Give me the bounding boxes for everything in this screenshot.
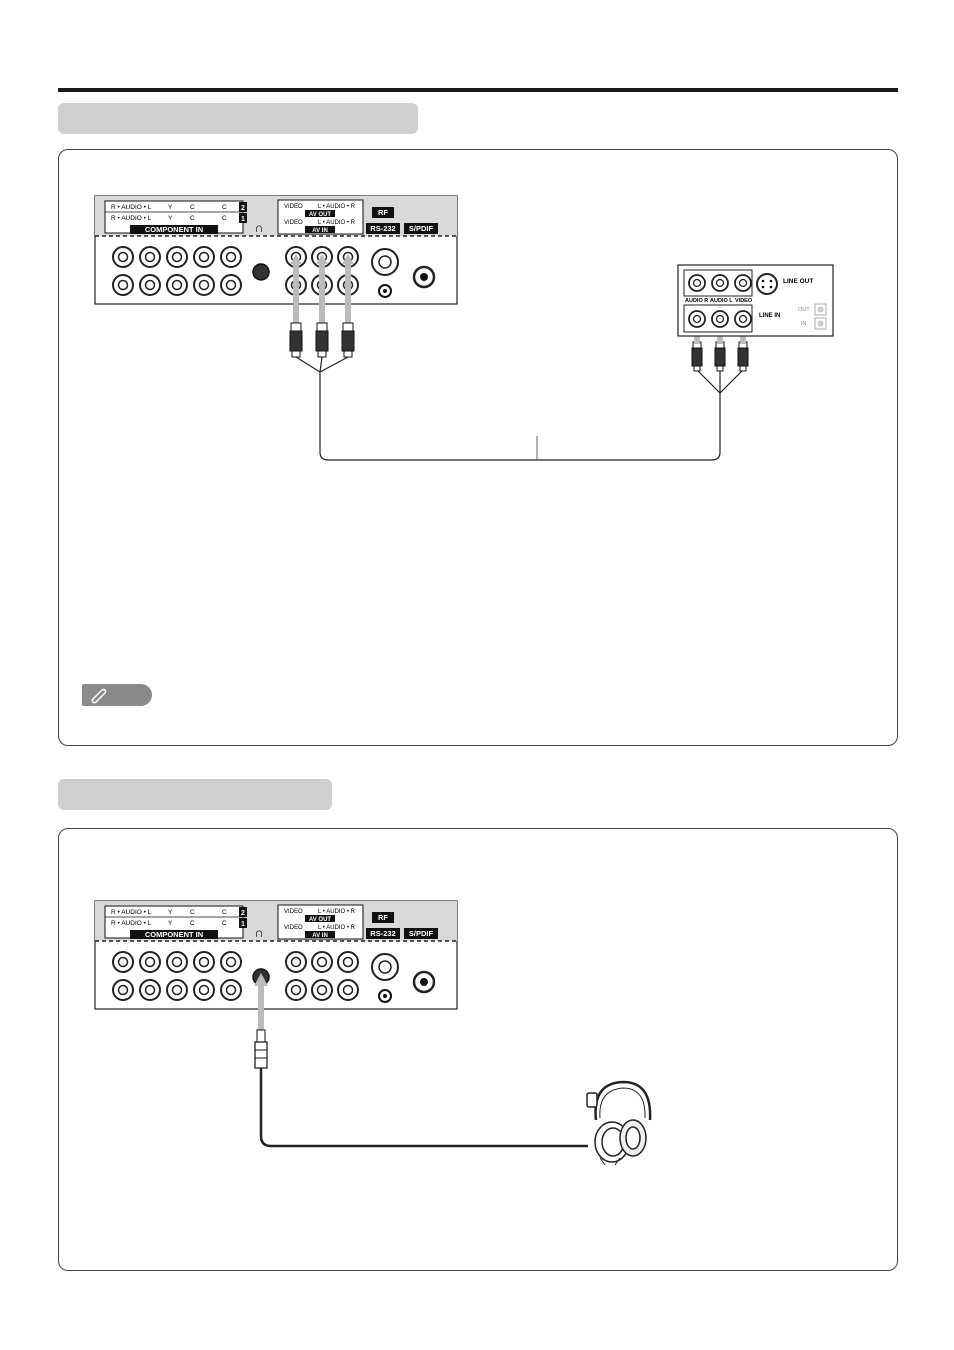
- spdif-label: S/PDIF: [409, 224, 434, 233]
- note-tag: [82, 684, 152, 706]
- component-row2-cr: C: [222, 204, 227, 211]
- headphones-connection-panel: [58, 828, 898, 1271]
- component-row1-y: Y: [168, 920, 173, 927]
- component-row1-cb: C: [190, 215, 195, 222]
- headphones-icon: [586, 1080, 652, 1166]
- av-out-diagram: R • AUDIO • L Y C C R • AUDIO • L Y C C …: [94, 195, 834, 461]
- component-row1-audio: R • AUDIO • L: [111, 920, 152, 927]
- headphone-cable: [254, 973, 588, 1148]
- vcr-rear-panel: LINE OUT AUDIO R AUDIO L VIDEO LINE IN O…: [677, 264, 834, 337]
- component-row2-cb: C: [190, 204, 195, 211]
- av-in-video: VIDEO: [284, 925, 303, 931]
- vcr-line-in-label: LINE IN: [759, 313, 780, 319]
- section-heading-av-out: [58, 103, 418, 134]
- av-out-label: AV OUT: [309, 212, 332, 218]
- vcr-in-label: IN: [801, 321, 807, 327]
- component-row2-y: Y: [168, 909, 173, 916]
- component-in-label: COMPONENT IN: [145, 930, 203, 939]
- component-row2-cb: C: [190, 909, 195, 916]
- component-row1-cr: C: [222, 215, 227, 222]
- component-in-label: COMPONENT IN: [145, 225, 203, 234]
- rf-label: RF: [378, 208, 388, 217]
- component-row2-cr: C: [222, 909, 227, 916]
- vcr-audio-r-label: AUDIO R: [685, 298, 708, 304]
- rs232-label: RS-232: [370, 929, 395, 938]
- vcr-video-label: VIDEO: [735, 298, 753, 304]
- component-jacks: [112, 246, 242, 296]
- headphone-jack-icon: ∩: [254, 925, 263, 940]
- component-row1-number: 1: [241, 921, 245, 928]
- component-row1-number: 1: [241, 216, 245, 223]
- av-in-label: AV IN: [312, 933, 328, 939]
- headphone-jack: [252, 263, 270, 281]
- component-row2-audio: R • AUDIO • L: [111, 909, 152, 916]
- vcr-out-label: OUT: [798, 307, 810, 313]
- vcr-audio-l-label: AUDIO L: [710, 298, 733, 304]
- vcr-line-out-label: LINE OUT: [783, 278, 813, 285]
- component-row2-audio: R • AUDIO • L: [111, 204, 152, 211]
- av-out-audio: L • AUDIO • R: [318, 204, 356, 210]
- av-out-video: VIDEO: [284, 909, 303, 915]
- component-row2-number: 2: [241, 910, 245, 917]
- top-rule: [58, 88, 898, 92]
- component-row2-number: 2: [241, 205, 245, 212]
- component-row1-audio: R • AUDIO • L: [111, 215, 152, 222]
- component-row1-y: Y: [168, 215, 173, 222]
- paperclip-icon: [91, 688, 107, 704]
- component-row2-y: Y: [168, 204, 173, 211]
- av-in-video: VIDEO: [284, 220, 303, 226]
- av-out-audio: L • AUDIO • R: [318, 909, 356, 915]
- av-in-audio: L • AUDIO • R: [318, 925, 356, 931]
- av-out-label: AV OUT: [309, 917, 332, 923]
- spdif-label: S/PDIF: [409, 929, 434, 938]
- headphone-jack-icon: ∩: [254, 220, 263, 235]
- rs232-label: RS-232: [370, 224, 395, 233]
- section-heading-headphones: [58, 779, 332, 810]
- tv-rear-panel-2: R • AUDIO • L Y C C R • AUDIO • L Y C C …: [94, 900, 458, 1010]
- av-out-connection-panel: [58, 149, 898, 746]
- component-row1-cr: C: [222, 920, 227, 927]
- av-out-video: VIDEO: [284, 204, 303, 210]
- av-in-audio: L • AUDIO • R: [318, 220, 356, 226]
- av-in-label: AV IN: [312, 228, 328, 234]
- component-row1-cb: C: [190, 920, 195, 927]
- tv-rear-panel: R • AUDIO • L Y C C R • AUDIO • L Y C C …: [94, 195, 458, 305]
- rf-label: RF: [378, 913, 388, 922]
